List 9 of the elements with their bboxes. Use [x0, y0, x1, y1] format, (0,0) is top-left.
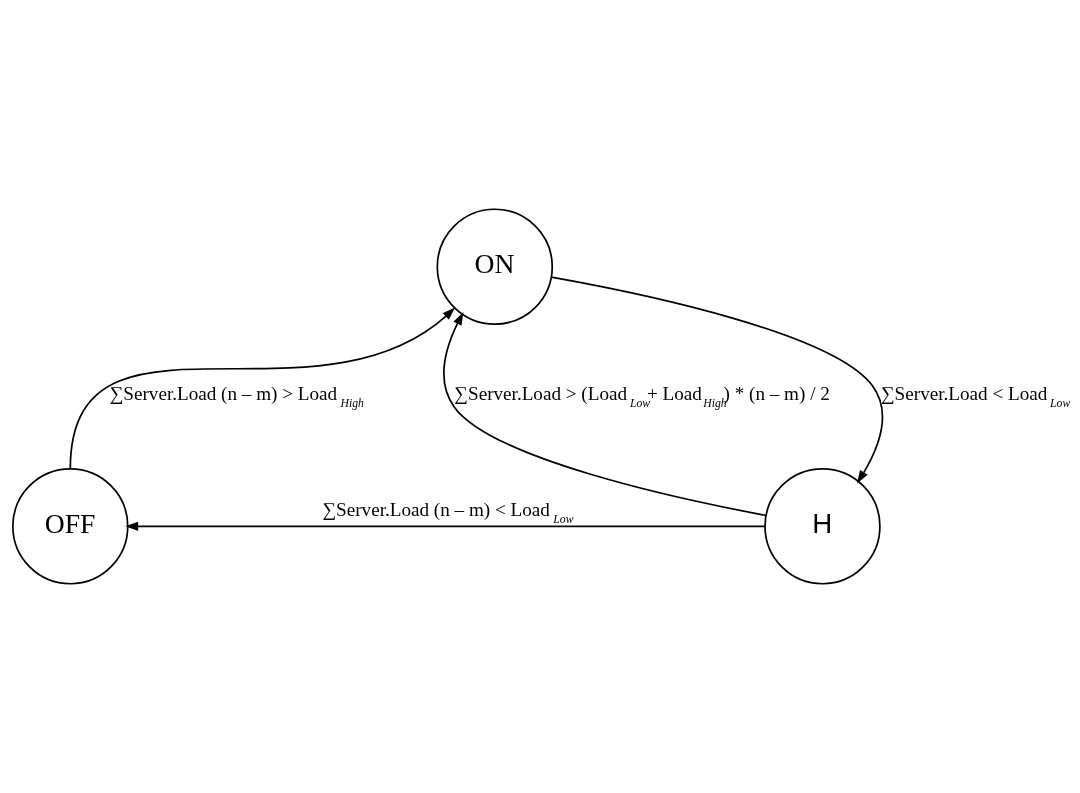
edge-label: ∑Server.Load (n – m) > Load$_{High}$ [109, 383, 364, 410]
edge-label: ∑Server.Load < Load$_{Low}$ [880, 383, 1071, 410]
arrow [125, 521, 766, 531]
node-circle: OFF [12, 468, 129, 585]
arrow [443, 312, 767, 517]
edge-label: ∑Server.Load > (Load$_{Low}$+ Load$_{High}$) * (n – m) / 2 [454, 383, 830, 410]
edge-label: ∑Server.Load (n – m) < Load$_{Low}$ [322, 499, 574, 526]
arrow [69, 307, 456, 470]
arrow [550, 276, 884, 484]
